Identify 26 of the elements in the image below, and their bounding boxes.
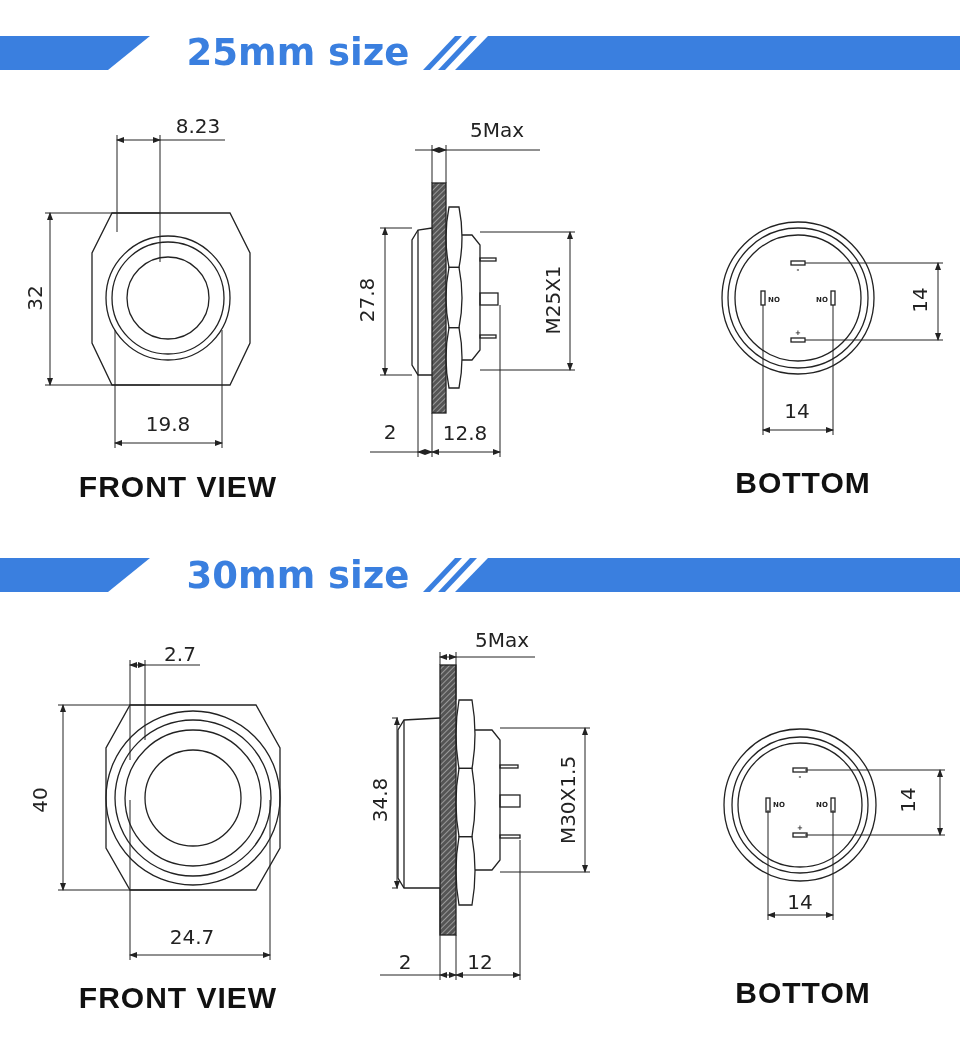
dimension-value: 40 [30,787,50,813]
dimension-value: 2 [383,422,397,442]
dimension-value: 8.23 [175,116,221,136]
dimension-value: 5Max [474,630,530,650]
dimension-value: 34.8 [370,777,390,823]
view-title: BOTTOM [735,978,871,1008]
dimension-value: 14 [898,787,918,813]
dimension-value: 32 [25,285,45,311]
dimension-value: 14 [910,287,930,313]
dimension-value: 27.8 [357,277,377,323]
dimension-value: 5Max [469,120,525,140]
view-title: BOTTOM [735,468,871,498]
dimension-value: 19.8 [145,414,191,434]
view-title: FRONT VIEW [78,983,278,1013]
banner-title: 30mm size [186,556,410,594]
dimension-value: 14 [784,401,810,421]
dimension-value: 12 [467,952,493,972]
dimension-value: 14 [787,892,813,912]
dimension-value: M30X1.5 [558,755,578,845]
dimension-value: 12.8 [442,423,488,443]
dimension-value: M25X1 [543,265,563,335]
dimension-value: 24.7 [169,927,215,947]
view-title: FRONT VIEW [78,472,278,502]
dimension-value: 2 [398,952,412,972]
banner-title: 25mm size [186,33,410,71]
dimension-value: 2.7 [164,644,196,664]
